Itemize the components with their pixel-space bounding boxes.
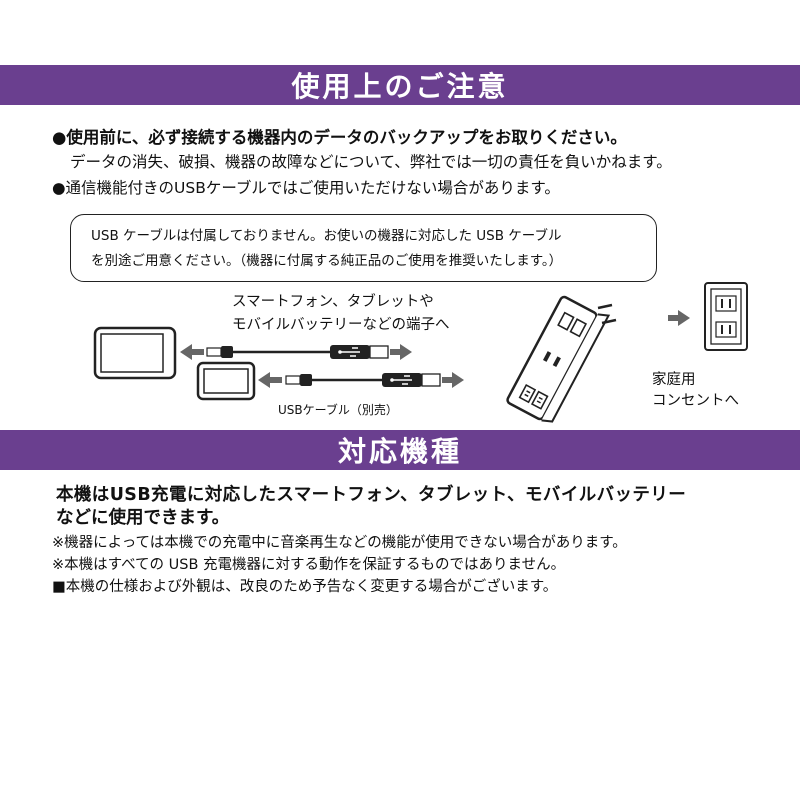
arrow-right-icon: [390, 344, 412, 360]
note-line-1: USB ケーブルは付属しておりません。お使いの機器に対応した USB ケーブル: [91, 228, 562, 244]
compat-main-line-2: などに使用できます。: [56, 508, 230, 528]
power-strip-icon: [506, 295, 611, 423]
smartphone-icon: [196, 361, 256, 401]
usb-cable-icon: [206, 345, 389, 359]
compat-note-1: ※機器によっては本機での充電中に音楽再生などの機能が使用できない場合があります。: [52, 535, 627, 551]
label-outlet-1: 家庭用: [652, 372, 696, 388]
spec-change-note: ■本機の仕様および外観は、改良のため予告なく変更する場合がございます。: [52, 579, 558, 595]
plug-icon: [597, 303, 617, 325]
label-outlet-2: コンセントへ: [652, 393, 739, 409]
arrow-left-icon: [258, 372, 282, 388]
note-line-2: を別途ご用意ください。（機器に付属する純正品のご使用を推奨いたします。）: [91, 253, 563, 269]
section-header-caution: 使用上のご注意: [0, 65, 800, 105]
tablet-icon: [93, 326, 177, 380]
section-title-caution: 使用上のご注意: [291, 70, 509, 103]
cable-not-included-note: USB ケーブルは付属しておりません。お使いの機器に対応した USB ケーブル …: [70, 214, 657, 282]
arrow-right-icon: [442, 372, 464, 388]
arrow-right-icon: [668, 310, 690, 326]
section-title-compatible-devices: 対応機種: [337, 435, 462, 468]
wall-outlet-icon: [704, 282, 748, 351]
caution-bullet-backup: ●使用前に、必ず接続する機器内のデータのバックアップをお取りください。: [52, 128, 627, 147]
arrow-left-icon: [180, 344, 204, 360]
label-usb-cable: USBケーブル（別売）: [278, 403, 398, 417]
caution-bullet-backup-detail: データの消失、破損、機器の故障などについて、弊社では一切の責任を負いかねます。: [70, 153, 672, 171]
usb-cable-icon: [285, 373, 441, 387]
caution-bullet-usb-cable: ●通信機能付きのUSBケーブルではご使用いただけない場合があります。: [52, 179, 560, 197]
section-header-compatible-devices: 対応機種: [0, 430, 800, 470]
label-device-terminals-1: スマートフォン、タブレットや: [232, 294, 434, 310]
label-device-terminals-2: モバイルバッテリーなどの端子へ: [232, 317, 450, 333]
compat-note-2: ※本機はすべての USB 充電機器に対する動作を保証するものではありません。: [52, 557, 566, 573]
compat-main-line-1: 本機はUSB充電に対応したスマートフォン、タブレット、モバイルバッテリー: [56, 485, 687, 505]
